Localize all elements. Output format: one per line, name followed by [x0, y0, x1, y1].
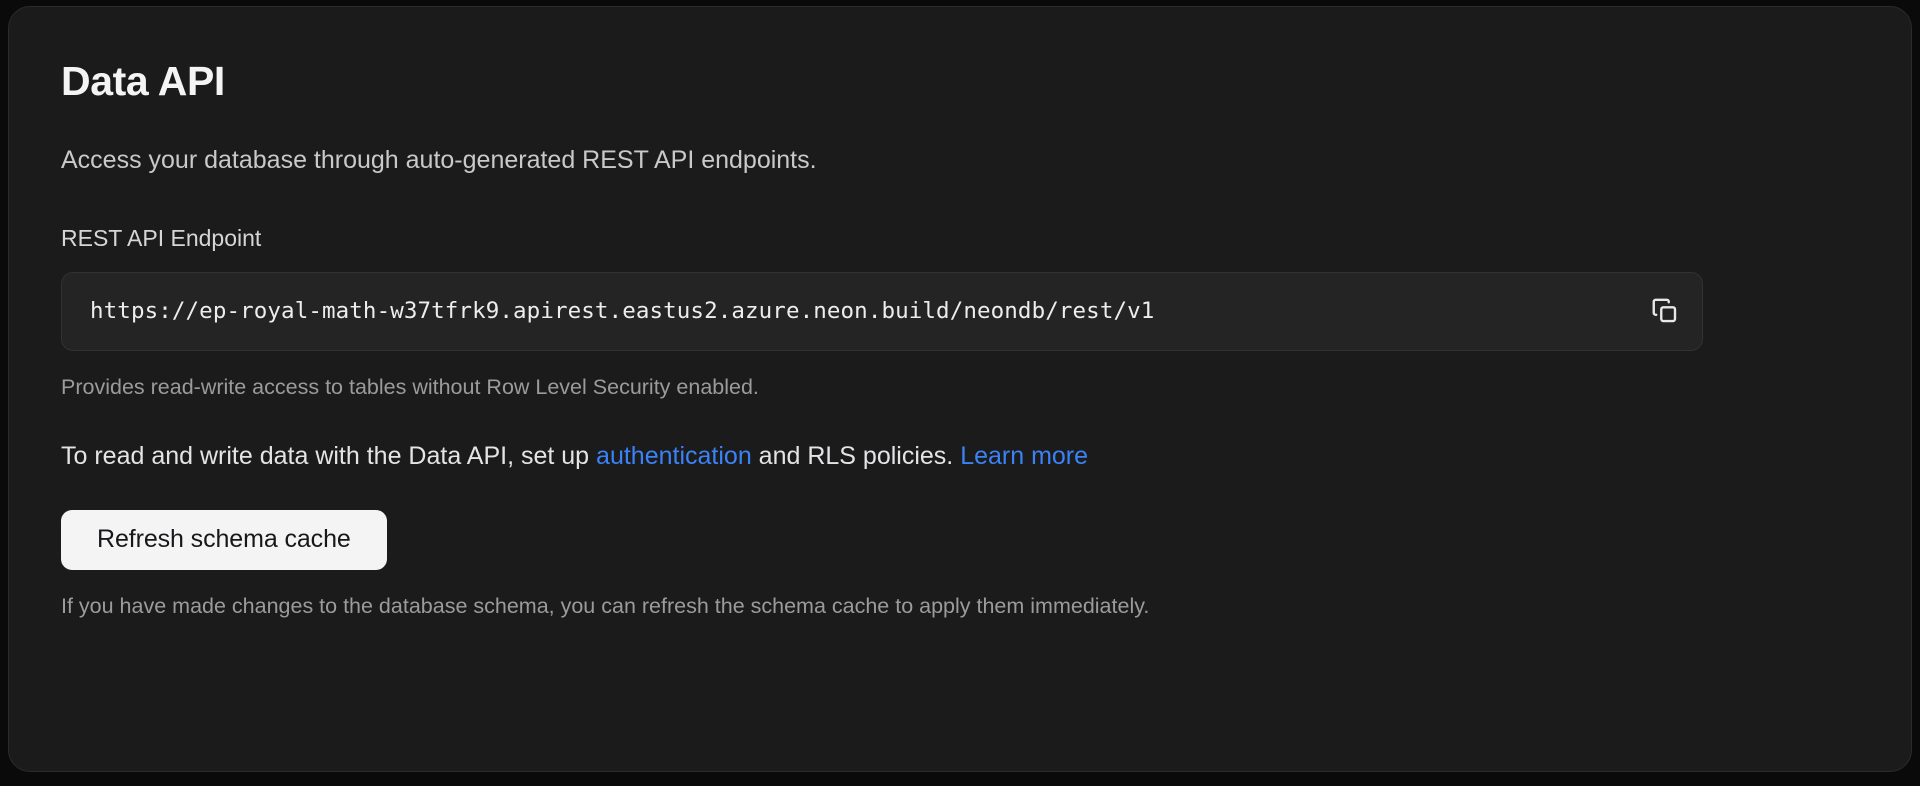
rls-notice: To read and write data with the Data API…: [61, 402, 1859, 474]
authentication-link[interactable]: authentication: [596, 441, 752, 470]
endpoint-input-group: [61, 271, 1703, 351]
refresh-schema-cache-button[interactable]: Refresh schema cache: [61, 509, 387, 570]
rls-notice-text-between: and RLS policies.: [751, 441, 961, 470]
learn-more-link[interactable]: Learn more: [960, 441, 1089, 470]
endpoint-hint: Provides read-write access to tables wit…: [61, 374, 759, 399]
rest-api-endpoint-label: REST API Endpoint: [61, 224, 262, 251]
rls-notice-text-before: To read and write data with the Data API…: [61, 441, 597, 470]
copy-endpoint-button[interactable]: [1628, 272, 1702, 350]
data-api-card: Data API Access your database through au…: [8, 6, 1912, 772]
card-content: Data API Access your database through au…: [9, 7, 1911, 621]
refresh-button-row: Refresh schema cache: [61, 474, 1859, 570]
page-subtitle: Access your database through auto-genera…: [61, 146, 817, 175]
page-title: Data API: [61, 58, 225, 104]
refresh-footnote: If you have made changes to the database…: [61, 593, 1150, 618]
endpoint-input[interactable]: [62, 297, 1628, 326]
copy-icon: [1650, 296, 1680, 326]
